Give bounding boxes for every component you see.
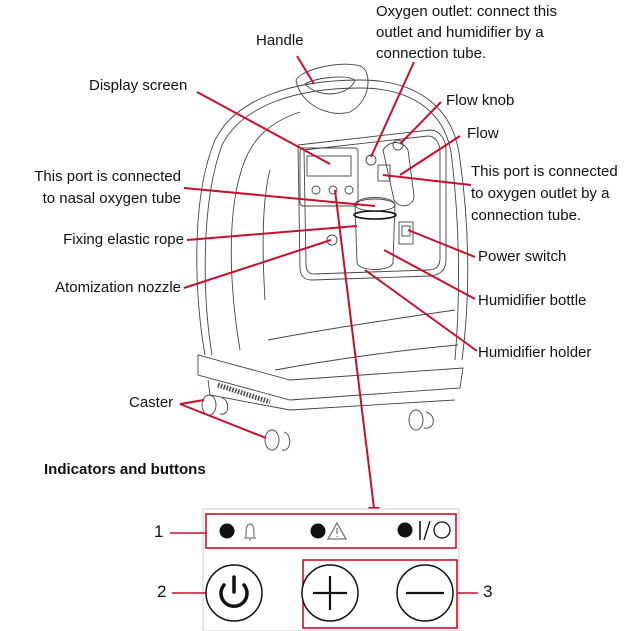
- caster: [408, 409, 424, 431]
- humidifier-bottle: [354, 197, 396, 270]
- label-humidifier-holder: Humidifier holder: [478, 344, 592, 361]
- power-icon: [219, 583, 249, 609]
- power-button[interactable]: [205, 564, 263, 622]
- display-screen: [299, 147, 359, 207]
- section-title: Indicators and buttons: [44, 461, 206, 478]
- plus-icon: [313, 576, 347, 610]
- vent-grille: [217, 382, 271, 405]
- label-oxygen-outlet-3: connection tube.: [376, 45, 487, 62]
- callout-1: 1: [154, 522, 164, 541]
- label-port-outlet-2: to oxygen outlet by a: [471, 185, 610, 202]
- indicator-led: [219, 523, 235, 539]
- leader-holder: [364, 269, 478, 352]
- callout-2: 2: [157, 582, 167, 601]
- leader-caster-1: [179, 399, 205, 405]
- leader-lines: [179, 55, 478, 518]
- caster: [264, 429, 280, 451]
- indicator-alarm: [219, 523, 256, 541]
- base: [197, 354, 464, 401]
- label-port-nasal-1: This port is connected: [34, 168, 181, 185]
- body-outline: [196, 79, 469, 361]
- label-handle: Handle: [256, 32, 304, 49]
- leader-panel-arrow: [334, 189, 375, 509]
- leader-flow-knob: [399, 101, 442, 145]
- concentrator-body: [196, 63, 469, 451]
- label-fixing-rope: Fixing elastic rope: [63, 231, 184, 248]
- caster: [201, 394, 217, 416]
- power-switch: [398, 221, 414, 245]
- label-port-nasal-2: to nasal oxygen tube: [42, 190, 181, 207]
- label-humidifier-bottle: Humidifier bottle: [478, 292, 587, 309]
- indicator-power: [397, 520, 451, 541]
- callout-3: 3: [483, 582, 493, 601]
- label-flow: Flow: [467, 125, 499, 142]
- label-oxygen-outlet-1: Oxygen outlet: connect this: [376, 3, 557, 20]
- power-on-off-icon: [433, 521, 451, 539]
- atomization-nozzle: [326, 234, 338, 246]
- label-caster: Caster: [129, 394, 174, 411]
- flowmeter: [382, 142, 415, 207]
- bell-icon: [244, 523, 256, 541]
- label-flow-knob: Flow knob: [446, 92, 515, 109]
- indicator-group-box: [205, 513, 457, 549]
- leader-nozzle: [183, 239, 332, 289]
- flow-knob: [392, 139, 404, 151]
- label-port-outlet-1: This port is connected: [471, 163, 618, 180]
- leader-bottle: [383, 249, 476, 300]
- warning-triangle-icon: [326, 521, 348, 540]
- leader-oxygen-outlet: [370, 61, 415, 158]
- label-power-switch: Power switch: [478, 248, 567, 265]
- leader-flow: [399, 135, 461, 176]
- handle: [295, 63, 369, 114]
- leader-port-outlet: [382, 174, 472, 186]
- label-port-outlet-3: connection tube.: [471, 207, 582, 224]
- front-panel: [297, 129, 447, 281]
- leader-power-switch: [407, 229, 476, 258]
- increase-flow-button[interactable]: [301, 564, 359, 622]
- indicator-led: [310, 523, 326, 539]
- label-display-screen: Display screen: [89, 77, 188, 94]
- label-oxygen-outlet-2: outlet and humidifier by a: [376, 24, 544, 41]
- leader-display: [196, 91, 331, 165]
- indicator-warning: [310, 521, 348, 540]
- leader-handle: [296, 55, 315, 85]
- leader-caster-2: [179, 403, 267, 439]
- label-atomization-nozzle: Atomization nozzle: [55, 279, 181, 296]
- control-panel: [170, 508, 478, 631]
- indicator-led: [397, 522, 413, 538]
- leader-port-nasal: [183, 187, 376, 207]
- leader-rope: [186, 225, 358, 241]
- decrease-flow-button[interactable]: [396, 564, 454, 622]
